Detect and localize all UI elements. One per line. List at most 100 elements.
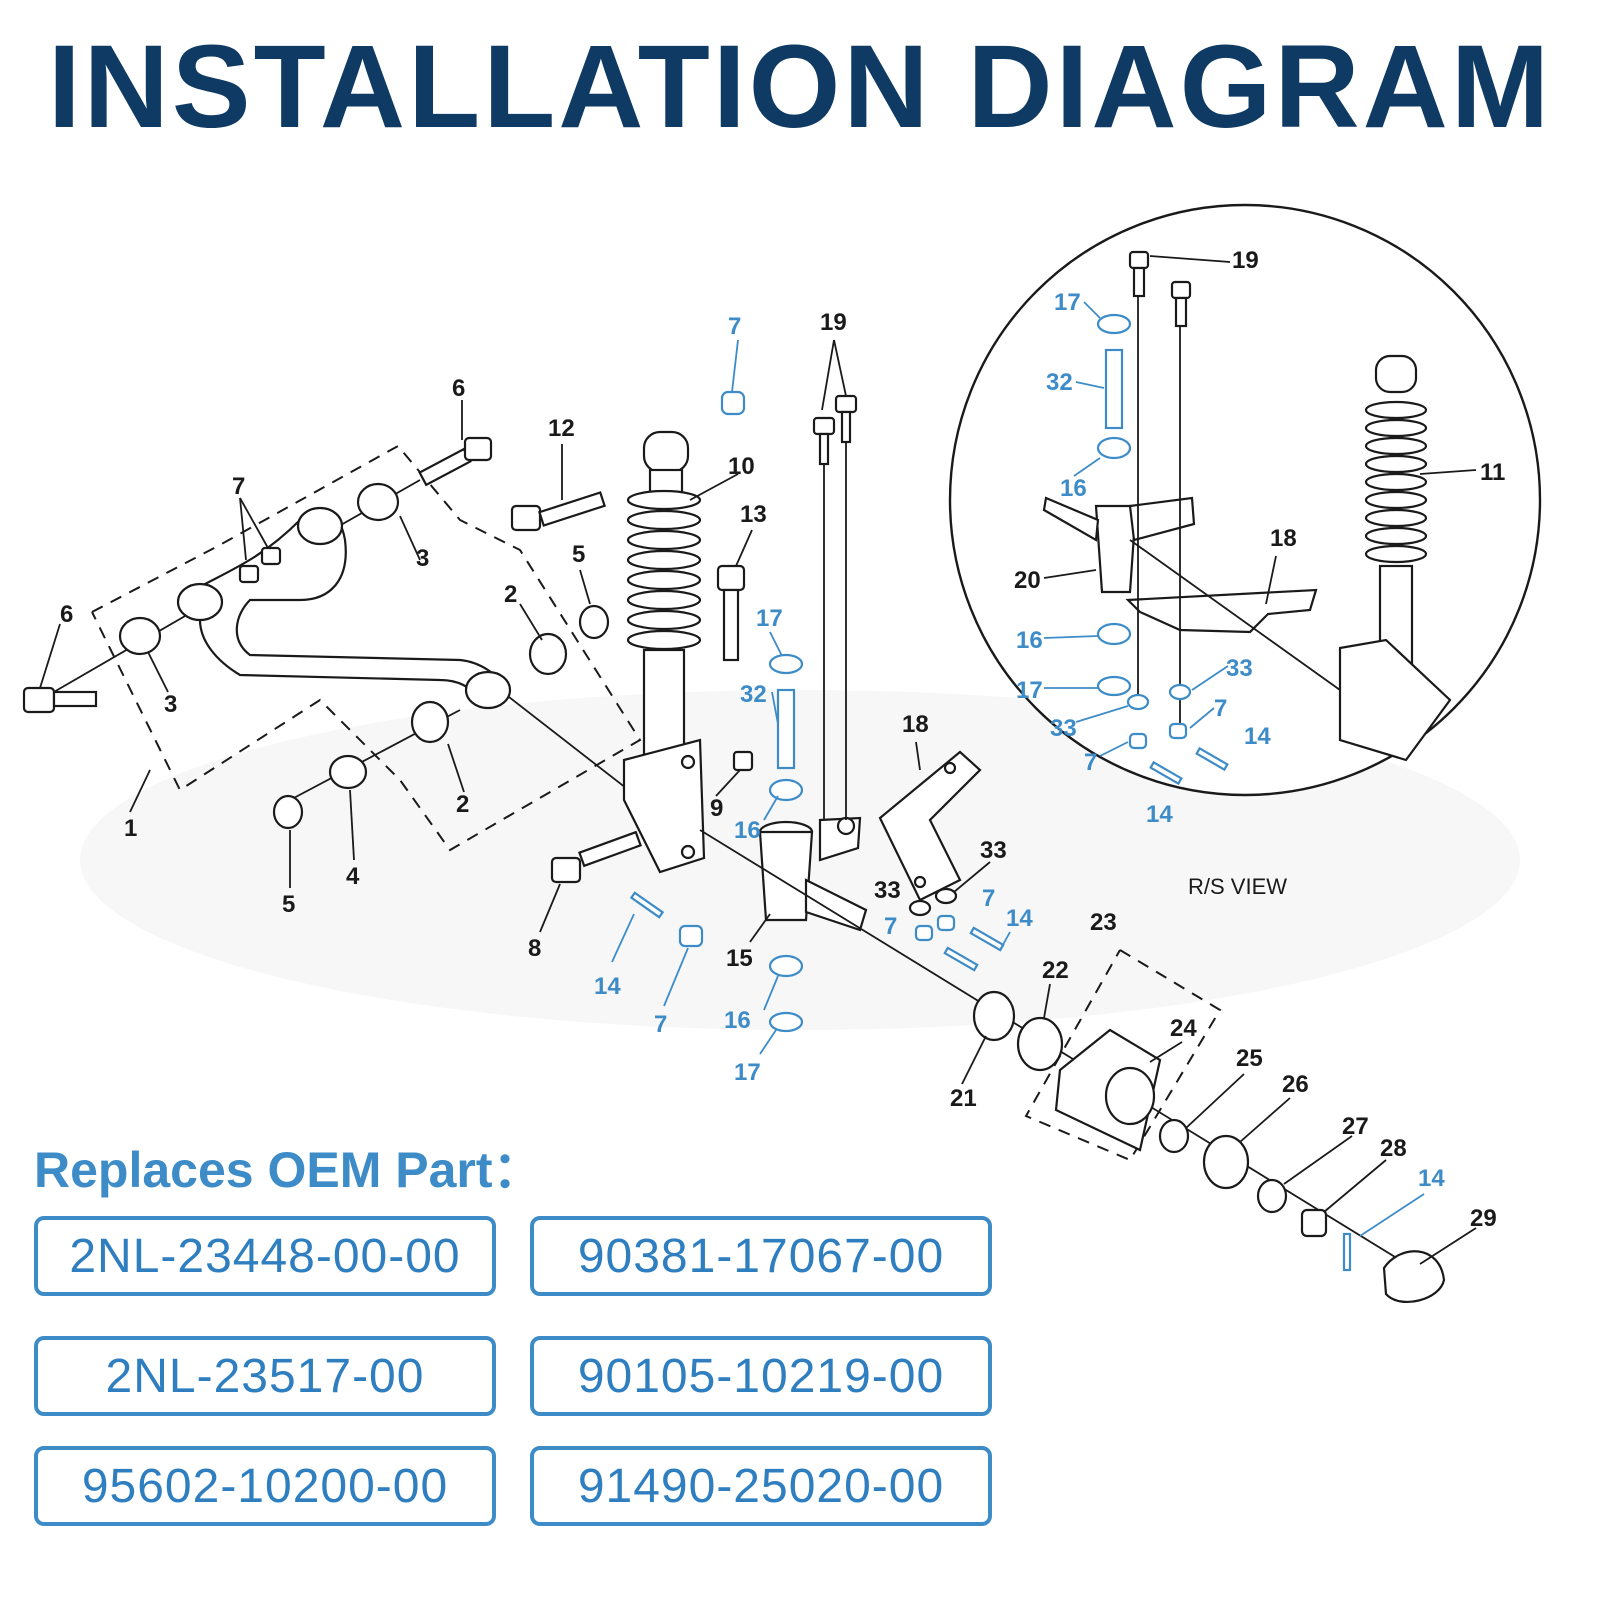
seal-21: [972, 990, 1016, 1042]
callout-17: 17: [1016, 677, 1043, 704]
callout-20: 20: [1014, 567, 1041, 594]
bushing-16-inset: [1096, 436, 1132, 460]
callout-14: 14: [594, 973, 621, 1000]
a-arm: [188, 508, 507, 702]
callout-21: 21: [950, 1085, 977, 1112]
callout-10: 10: [728, 453, 755, 480]
callout-2: 2: [504, 581, 517, 608]
callout-25: 25: [1236, 1045, 1263, 1072]
nut-7: [260, 546, 282, 566]
a-arm-bushing-sleeve: [176, 582, 224, 622]
callout-14: 14: [1006, 905, 1033, 932]
callout-16: 16: [734, 817, 761, 844]
callout-19: 19: [1232, 247, 1259, 274]
callout-numbers: 1 2 2 3 3 4 5 5 6 6 7 8 9 10 11 12 13 15…: [60, 247, 1505, 1232]
washer-17: [768, 1011, 804, 1033]
callout-32: 32: [1046, 369, 1073, 396]
callout-6: 6: [452, 375, 465, 402]
callout-19: 19: [820, 309, 847, 336]
callout-8: 8: [528, 935, 541, 962]
oem-part-number: 90105-10219-00: [530, 1336, 992, 1416]
oem-part-number: 95602-10200-00: [34, 1446, 496, 1526]
nut-9: [732, 750, 754, 772]
callout-26: 26: [1282, 1071, 1309, 1098]
bolt-19-inset: [1128, 250, 1150, 270]
nut-28: [1300, 1208, 1328, 1238]
a-arm-assembly: [22, 436, 681, 852]
bushing-3-top: [356, 482, 400, 522]
nut-7: [678, 924, 704, 948]
nut-7: [238, 564, 260, 584]
callout-5: 5: [572, 541, 585, 568]
callout-7: 7: [232, 473, 245, 500]
oem-part-number: 2NL-23517-00: [34, 1336, 496, 1416]
bushing-2-right: [528, 632, 568, 676]
callout-14: 14: [1418, 1165, 1445, 1192]
bolt-6-top: [418, 436, 493, 487]
washer-27: [1256, 1178, 1288, 1214]
callout-17: 17: [734, 1059, 761, 1086]
nut-7-inset: [1128, 732, 1148, 750]
bushing-3-left: [118, 616, 162, 656]
callout-14: 14: [1244, 723, 1271, 750]
page-title: INSTALLATION DIAGRAM: [47, 21, 1553, 153]
washer-17: [768, 653, 804, 675]
knuckle-20: [1042, 496, 1196, 594]
callout-4: 4: [346, 863, 360, 890]
callout-28: 28: [1380, 1135, 1407, 1162]
oem-part-number: 2NL-23448-00-00: [34, 1216, 496, 1296]
bushing-2-low: [410, 700, 450, 744]
rs-view-inset: [948, 203, 1542, 797]
cotter-pin-14-inset: [1195, 746, 1229, 772]
washer-33-inset: [1126, 693, 1150, 711]
a-arm-bushing-sleeve: [464, 670, 512, 710]
replaces-oem-heading: Replaces OEM Part：: [34, 1142, 543, 1198]
callout-11: 11: [1480, 459, 1505, 486]
callout-33: 33: [980, 837, 1007, 864]
nut-7: [720, 390, 746, 416]
bushing-16: [768, 778, 804, 802]
callout-13: 13: [740, 501, 767, 528]
callout-7: 7: [884, 913, 897, 940]
inset-caption: R/S VIEW: [1188, 874, 1287, 899]
callout-17: 17: [756, 605, 783, 632]
callout-24: 24: [1170, 1015, 1197, 1042]
callout-7: 7: [1084, 749, 1097, 776]
nut-7-inset: [1168, 722, 1188, 740]
callout-15: 15: [726, 945, 753, 972]
a-arm-kit-outline: [91, 444, 642, 852]
callout-16: 16: [1060, 475, 1087, 502]
callout-7: 7: [728, 313, 741, 340]
washer-33-inset: [1168, 683, 1192, 701]
nut-7: [914, 924, 934, 942]
callout-leaders: [39, 255, 1477, 1265]
callout-7: 7: [982, 885, 995, 912]
washer-5-right: [578, 604, 610, 640]
callout-33: 33: [1050, 715, 1077, 742]
callout-16: 16: [724, 1007, 751, 1034]
callout-27: 27: [1342, 1113, 1369, 1140]
bushing-16-inset: [1096, 622, 1132, 646]
callout-17: 17: [1054, 289, 1081, 316]
callout-22: 22: [1042, 957, 1069, 984]
bolt-19-inset: [1170, 280, 1192, 300]
callout-23: 23: [1090, 909, 1117, 936]
bolt-6-left: [22, 686, 98, 714]
washer-5-low: [272, 794, 304, 830]
callout-3: 3: [164, 691, 177, 718]
cotter-pin-14: [629, 891, 665, 919]
dust-cap-29: [1382, 1250, 1446, 1303]
callout-12: 12: [548, 415, 575, 442]
callout-29: 29: [1470, 1205, 1497, 1232]
callout-5: 5: [282, 891, 295, 918]
sleeve-32: [776, 688, 796, 770]
callout-7: 7: [654, 1011, 667, 1038]
cotter-pin-14-inset: [1149, 760, 1183, 786]
bolt-8: [550, 830, 642, 884]
callout-33: 33: [1226, 655, 1253, 682]
washer-33: [908, 899, 932, 917]
bolt-13: [716, 564, 746, 662]
replacement-kit-parts: [629, 390, 1005, 1033]
bushing-16: [768, 954, 804, 978]
